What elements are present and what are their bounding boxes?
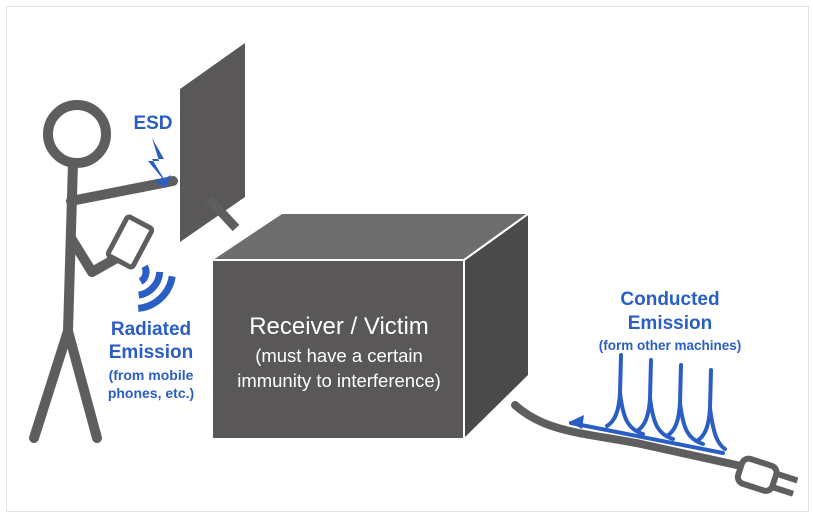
mobile-phone-icon [105, 214, 155, 270]
receiver-box-side [464, 214, 528, 438]
conducted-emission-note: (form other machines) [599, 338, 742, 353]
radiated-emission-label-line1: Radiated [111, 319, 191, 340]
receiver-title: Receiver / Victim [249, 313, 429, 340]
esd-plate [180, 43, 245, 242]
radiated-emission-note-line2: phones, etc.) [108, 385, 194, 401]
radio-waves-icon [137, 264, 176, 312]
receiver-note-line2: immunity to interference) [237, 370, 441, 391]
conducted-emission-label-line2: Emission [628, 313, 712, 334]
radiated-emission-note-line1: (from mobile [109, 367, 194, 383]
power-cable [511, 401, 745, 470]
receiver-note-line1: (must have a certain [255, 345, 423, 366]
esd-label: ESD [133, 113, 172, 134]
receiver-box-top [213, 214, 528, 260]
box-edge-top [463, 213, 529, 261]
receiver-box-front [213, 260, 464, 438]
conducted-wave-spikes-icon [569, 353, 727, 455]
stick-figure-icon [29, 100, 178, 443]
power-plug-icon [734, 455, 799, 497]
plate-connector [205, 195, 240, 232]
conducted-emission-label-line1: Conducted [620, 289, 719, 310]
radiated-emission-label-line2: Emission [109, 342, 193, 363]
emc-diagram: ESD Radiated Emission (from mobile phone… [29, 43, 799, 497]
lightning-bolt-icon [148, 138, 171, 188]
diagram-frame: ESD Radiated Emission (from mobile phone… [6, 6, 809, 512]
